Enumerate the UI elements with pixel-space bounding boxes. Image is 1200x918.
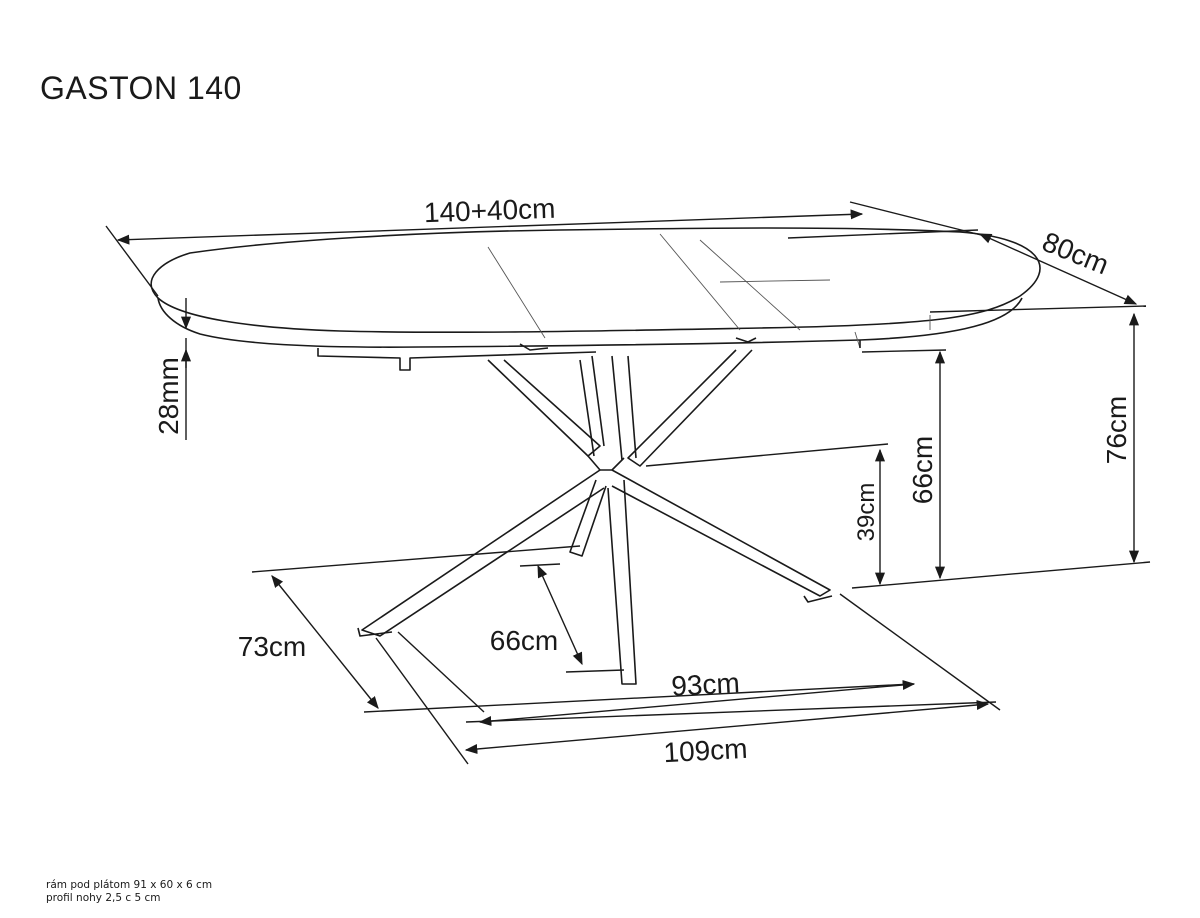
- leg-profile-note: profil nohy 2,5 c 5 cm: [46, 892, 161, 904]
- cross-legs: [357, 349, 833, 685]
- base-width-label: 109cm: [663, 733, 749, 768]
- base-inner-depth-label: 66cm: [490, 625, 558, 656]
- under-frame: [317, 337, 861, 371]
- table-top: [150, 227, 1041, 349]
- depth-label: 80cm: [1038, 226, 1113, 280]
- spec-notes: rám pod plátom 91 x 60 x 6 cm profil noh…: [46, 879, 212, 905]
- dimension-lines: [105, 201, 1151, 765]
- length-label: 140+40cm: [423, 193, 556, 229]
- cross-height-label: 39cm: [853, 483, 880, 542]
- top-thickness-label: 28mm: [153, 357, 184, 435]
- base-inner-width-label: 93cm: [671, 667, 741, 702]
- page-title: GASTON 140: [40, 70, 242, 106]
- frame-height-label: 66cm: [907, 436, 938, 504]
- frame-note: rám pod plátom 91 x 60 x 6 cm: [46, 879, 213, 891]
- total-height-label: 76cm: [1101, 396, 1132, 464]
- base-depth-label: 73cm: [238, 631, 306, 662]
